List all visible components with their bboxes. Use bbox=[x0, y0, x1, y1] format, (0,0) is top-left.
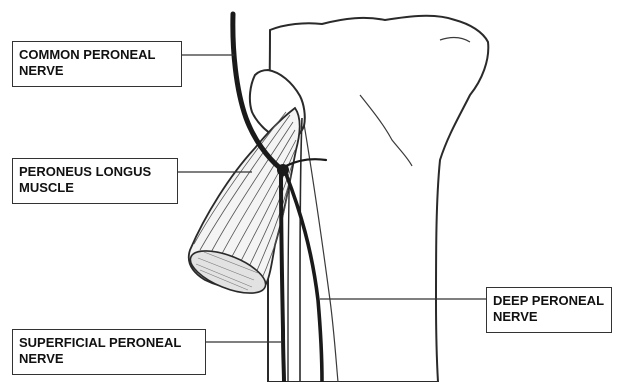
label-deep-line2: NERVE bbox=[493, 309, 605, 325]
label-peroneus-longus-muscle: PERONEUS LONGUS MUSCLE bbox=[12, 158, 178, 204]
label-deep-line1: DEEP PERONEAL bbox=[493, 293, 605, 309]
label-peroneus-line1: PERONEUS LONGUS bbox=[19, 164, 171, 180]
label-superficial-peroneal-nerve: SUPERFICIAL PERONEAL NERVE bbox=[12, 329, 206, 375]
label-common-peroneal-nerve: COMMON PERONEAL NERVE bbox=[12, 41, 182, 87]
label-peroneus-line2: MUSCLE bbox=[19, 180, 171, 196]
label-common-line2: NERVE bbox=[19, 63, 175, 79]
label-superficial-line1: SUPERFICIAL PERONEAL bbox=[19, 335, 199, 351]
label-superficial-line2: NERVE bbox=[19, 351, 199, 367]
label-deep-peroneal-nerve: DEEP PERONEAL NERVE bbox=[486, 287, 612, 333]
label-common-line1: COMMON PERONEAL bbox=[19, 47, 175, 63]
